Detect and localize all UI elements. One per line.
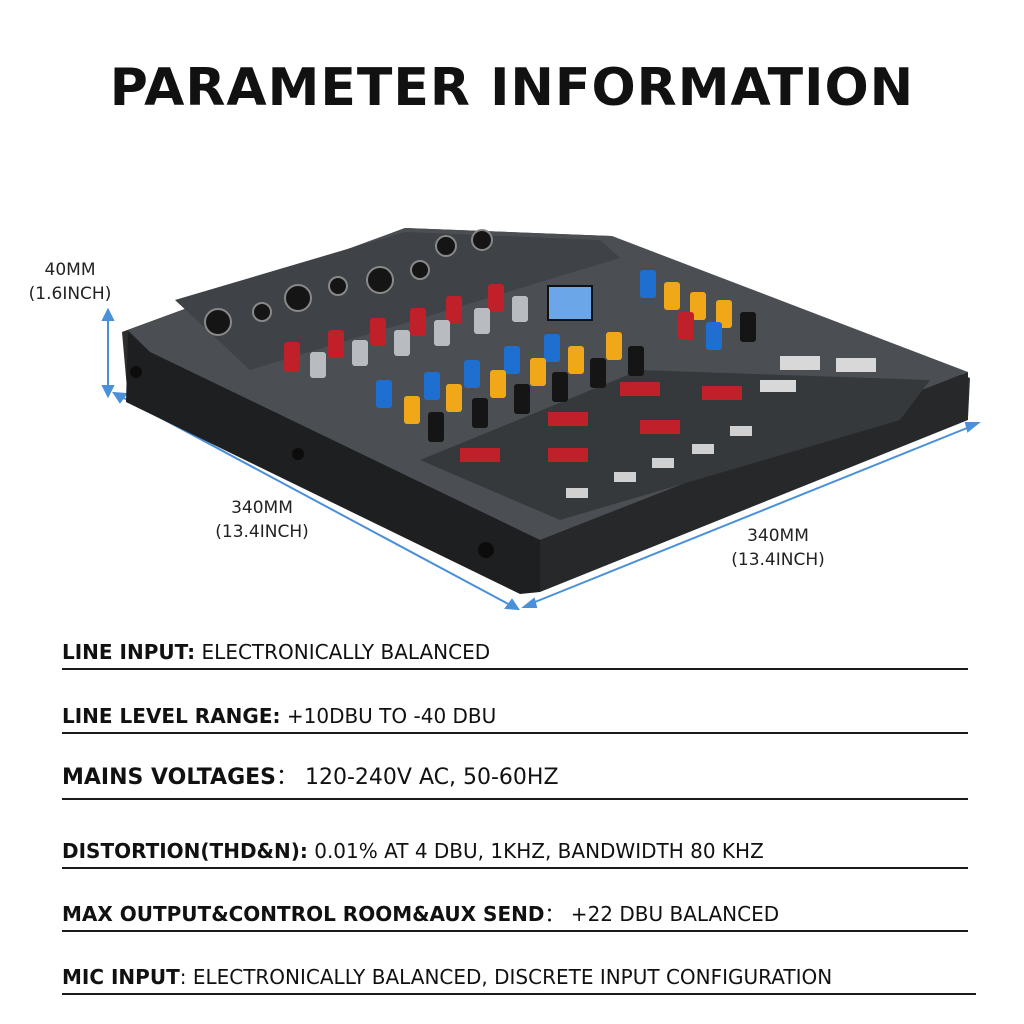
spec-max-output: MAX OUTPUT&CONTROL ROOM&AUX SEND： +22 DB…: [62, 900, 968, 932]
spec-distortion: DISTORTION(THD&N): 0.01% AT 4 DBU, 1KHZ,…: [62, 837, 968, 869]
input-jacks: [204, 229, 493, 336]
spec-mic-input: MIC INPUT: ELECTRONICALLY BALANCED, DISC…: [62, 963, 976, 995]
spec-label: MAX OUTPUT&CONTROL ROOM&AUX SEND: [62, 902, 545, 926]
dimension-arrows: [101, 307, 981, 611]
spec-line-level-range: LINE LEVEL RANGE: +10DBU TO -40 DBU: [62, 702, 968, 734]
knobs: [284, 270, 756, 442]
spec-label: LINE INPUT:: [62, 640, 196, 664]
side-jacks: [130, 366, 494, 558]
spec-value: ELECTRONICALLY BALANCED: [195, 640, 491, 664]
width-dimension-label: 340MM (13.4INCH): [200, 496, 324, 544]
height-dimension-label: 40MM (1.6INCH): [14, 258, 126, 306]
lcd-display: [547, 285, 593, 321]
spec-line-input: LINE INPUT: ELECTRONICALLY BALANCED: [62, 638, 968, 670]
height-inch: (1.6INCH): [28, 284, 112, 304]
width-mm: 340MM: [231, 498, 293, 518]
spec-value: +10DBU TO -40 DBU: [280, 704, 497, 728]
width-inch: (13.4INCH): [215, 522, 309, 542]
audio-mixer-image: [101, 228, 981, 611]
faders: [460, 356, 876, 498]
depth-inch: (13.4INCH): [731, 550, 825, 570]
page-title: PARAMETER INFORMATION: [109, 58, 915, 118]
spec-label: MAINS VOLTAGES: [62, 765, 276, 790]
mixer-body: [122, 228, 970, 594]
spec-value: : ELECTRONICALLY BALANCED, DISCRETE INPU…: [179, 965, 833, 989]
depth-mm: 340MM: [747, 526, 809, 546]
spec-label: LINE LEVEL RANGE:: [62, 704, 281, 728]
spec-value: ： +22 DBU BALANCED: [544, 902, 780, 926]
spec-value: 0.01% AT 4 DBU, 1KHZ, BANDWIDTH 80 KHZ: [307, 839, 764, 863]
spec-mains-voltages: MAINS VOLTAGES： 120-240V AC, 50-60HZ: [62, 764, 968, 800]
depth-dimension-label: 340MM (13.4INCH): [716, 524, 840, 572]
spec-label: MIC INPUT: [62, 965, 180, 989]
spec-value: ： 120-240V AC, 50-60HZ: [276, 765, 559, 790]
spec-label: DISTORTION(THD&N):: [62, 839, 308, 863]
height-mm: 40MM: [44, 260, 96, 280]
